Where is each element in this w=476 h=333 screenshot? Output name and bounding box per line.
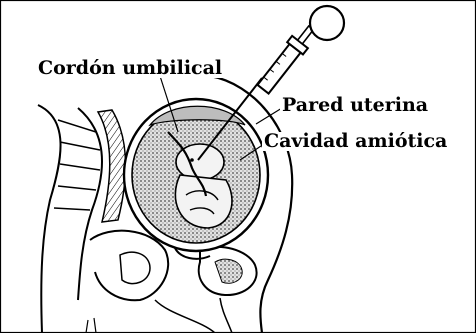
- pelvic-floor-line: [155, 300, 215, 333]
- syringe-plunger-cap: [310, 6, 344, 40]
- fetus: [175, 144, 232, 228]
- vertebrae: [54, 120, 100, 210]
- leader-line-wall: [256, 108, 282, 124]
- urethra-line: [220, 298, 232, 333]
- uterine-wall-label: Pared uterina: [280, 96, 430, 115]
- umbilical-cord-label: Cordón umbilical: [36, 59, 224, 78]
- tailbone-marks: [86, 318, 96, 333]
- rectum-inner: [120, 252, 150, 283]
- amniotic-cavity-label: Cavidad amiótica: [262, 132, 449, 151]
- back-outline: [38, 105, 61, 333]
- rectum-outline: [90, 231, 168, 301]
- spine-outline: [78, 108, 102, 300]
- syringe: [255, 22, 319, 96]
- bladder-inner: [215, 259, 242, 283]
